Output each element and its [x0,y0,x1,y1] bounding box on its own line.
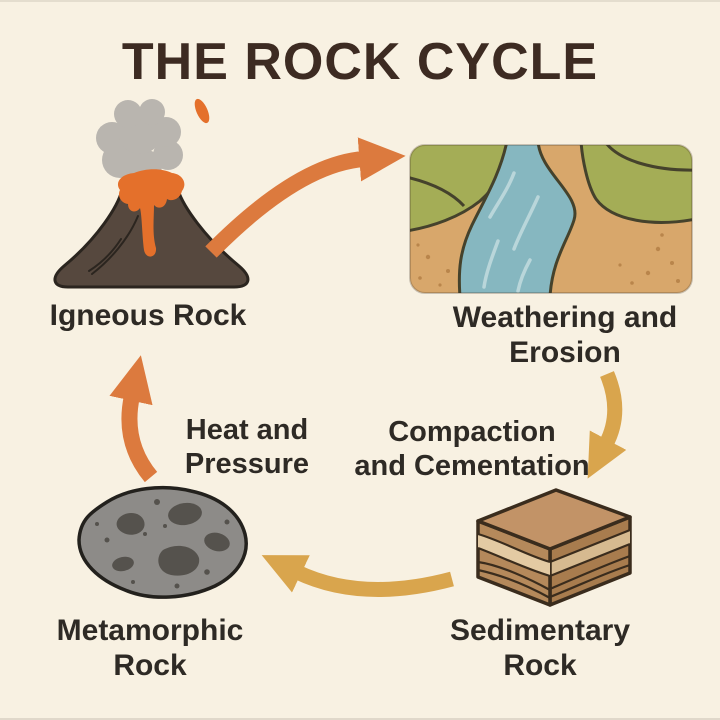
stage-label-line: Erosion [509,335,621,369]
arrow-weathering-to-sedimentary-icon [587,371,627,479]
process-label-line: and Cementation [354,449,590,482]
arrow-metamorphic-to-igneous-icon [109,355,158,483]
stage-label-line: Rock [503,648,577,682]
stage-label-line: Rock [113,648,187,682]
process-label-line: Pressure [184,447,310,480]
stage-label-igneous-rock: Igneous Rock [28,299,268,334]
stage-label-line: Igneous Rock [49,299,247,332]
stage-label-metamorphic-rock: Metamorphic Rock [30,614,270,684]
stage-label-line: Sedimentary [449,614,631,647]
arrow-igneous-to-weathering-icon [205,137,406,258]
arrow-sedimentary-to-metamorphic-icon [261,555,454,597]
process-label-line: Compaction [388,416,556,448]
stage-label-line: Metamorphic [56,614,244,647]
sedimentary-rock-icon [476,488,632,607]
stage-label-weathering-erosion: Weathering and Erosion [435,301,695,371]
page-title: THE ROCK CYCLE [121,33,599,91]
stage-label-line: Weathering and [452,301,678,334]
process-label-compaction-cementation: Compaction and Cementation [342,416,602,483]
metamorphic-rock-icon [77,485,248,599]
volcano-icon [53,98,250,289]
stage-label-sedimentary-rock: Sedimentary Rock [420,614,660,684]
process-label-line: Heat and [185,414,309,446]
process-label-heat-pressure: Heat and Pressure [147,414,347,481]
river-landscape-icon [409,144,693,294]
